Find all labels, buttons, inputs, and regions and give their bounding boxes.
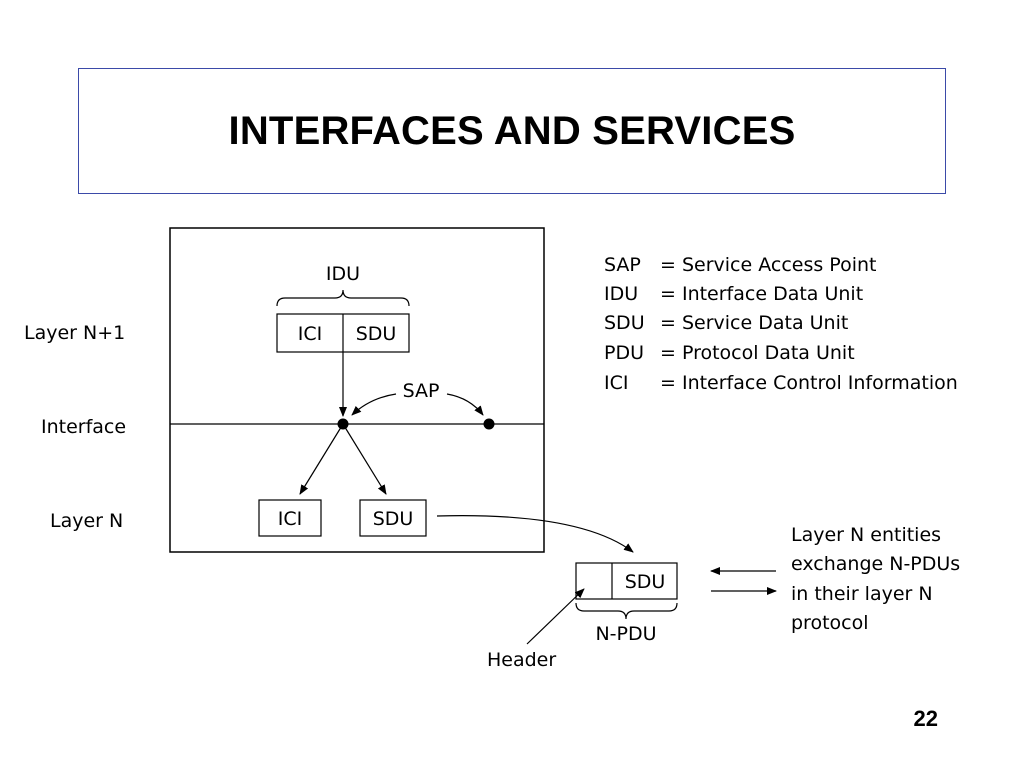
idu-brace (276, 289, 410, 307)
sap-arrow-right (446, 393, 484, 416)
header-arrow (526, 588, 585, 645)
idu-label: IDU (326, 263, 360, 285)
legend-abbr: ICI (604, 372, 628, 394)
legend-meaning: = Interface Control Information (660, 372, 958, 394)
npdu-box (575, 562, 678, 600)
note-line-4: protocol (791, 612, 869, 634)
legend-meaning: = Protocol Data Unit (660, 342, 855, 364)
title-box: INTERFACES AND SERVICES (78, 68, 946, 194)
legend-abbr: PDU (604, 342, 644, 364)
label-interface: Interface (41, 416, 126, 438)
legend-meaning: = Interface Data Unit (660, 283, 863, 305)
sap-point-right (483, 418, 495, 430)
npdu-brace (575, 602, 678, 620)
page-title: INTERFACES AND SERVICES (228, 108, 796, 153)
layer-n-ici-box (258, 499, 322, 537)
layer-n-sdu-text: SDU (373, 508, 414, 530)
page-number: 22 (913, 706, 938, 731)
legend-abbr: SAP (604, 254, 641, 276)
npdu-sdu-text: SDU (625, 571, 666, 593)
note-line-3: in their layer N (791, 583, 933, 605)
note-line-1: Layer N entities (791, 524, 941, 546)
header-label: Header (487, 649, 556, 671)
label-layer-n-plus-1: Layer N+1 (24, 322, 125, 344)
idu-ici-text: ICI (298, 323, 322, 345)
arrow-to-sdu (342, 423, 387, 495)
legend-meaning: = Service Data Unit (660, 312, 848, 334)
npdu-label: N-PDU (595, 623, 656, 645)
legend: SAP = Service Access Point IDU = Interfa… (604, 254, 958, 394)
arrow-to-ici (299, 423, 344, 495)
sdu-to-pdu-arrow (436, 515, 634, 553)
legend-meaning: = Service Access Point (660, 254, 876, 276)
label-layer-n: Layer N (50, 510, 123, 532)
legend-abbr: SDU (604, 312, 645, 334)
layer-n-sdu-box (359, 499, 427, 537)
layer-box (169, 227, 545, 553)
idu-sdu-text: SDU (356, 323, 397, 345)
layer-n-ici-text: ICI (278, 508, 302, 530)
sap-arrow-left (351, 393, 397, 416)
legend-abbr: IDU (604, 283, 638, 305)
sap-label: SAP (403, 380, 440, 402)
note-line-2: exchange N-PDUs (791, 553, 960, 575)
